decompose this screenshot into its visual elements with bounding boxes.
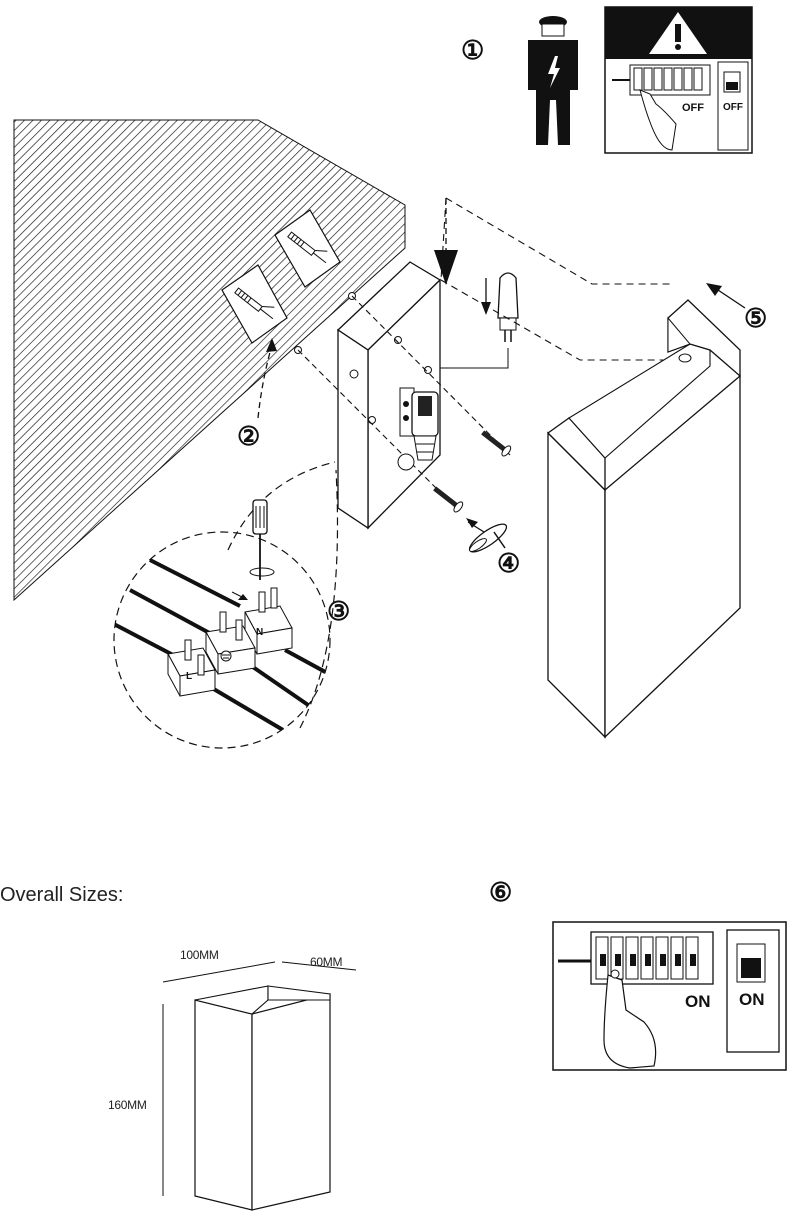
bulb-icon (497, 272, 519, 342)
fixing-cap (468, 523, 508, 553)
step-6-number: ⑥ (489, 878, 513, 908)
step-4-number: ④ (497, 549, 521, 579)
breaker-on-label: ON (685, 992, 711, 1011)
warning-icon (649, 12, 707, 54)
lamp-socket (397, 387, 439, 471)
step-1-number: ① (461, 36, 485, 66)
main-switch-on-label: ON (739, 990, 765, 1009)
height-dimension: 160MM (108, 1098, 147, 1112)
breaker-panel-off (604, 6, 753, 154)
main-switch-off-label: OFF (723, 102, 743, 113)
screw-icon (433, 486, 464, 513)
earth-icon (220, 650, 232, 662)
terminal-block (114, 558, 330, 742)
lamp-shade (546, 299, 741, 739)
overall-sizes-title: Overall Sizes: (0, 884, 124, 906)
depth-dimension: 60MM (310, 955, 343, 969)
step-3-number: ③ (327, 597, 351, 627)
live-terminal-label: L (186, 671, 193, 682)
step-5-number: ⑤ (744, 304, 768, 334)
breaker-off-label: OFF (682, 102, 704, 114)
screwdriver-icon (249, 499, 275, 580)
width-dimension: 100MM (180, 948, 219, 962)
wall-plug-icon (221, 264, 288, 344)
neutral-terminal-label: N (256, 627, 264, 638)
breaker-panel-on (552, 921, 787, 1071)
screw-icon (481, 430, 512, 457)
wall-plug-icon (274, 209, 341, 288)
step-2-number: ② (237, 422, 261, 452)
electrician-icon (528, 16, 578, 145)
overall-size-drawing (162, 961, 357, 1211)
